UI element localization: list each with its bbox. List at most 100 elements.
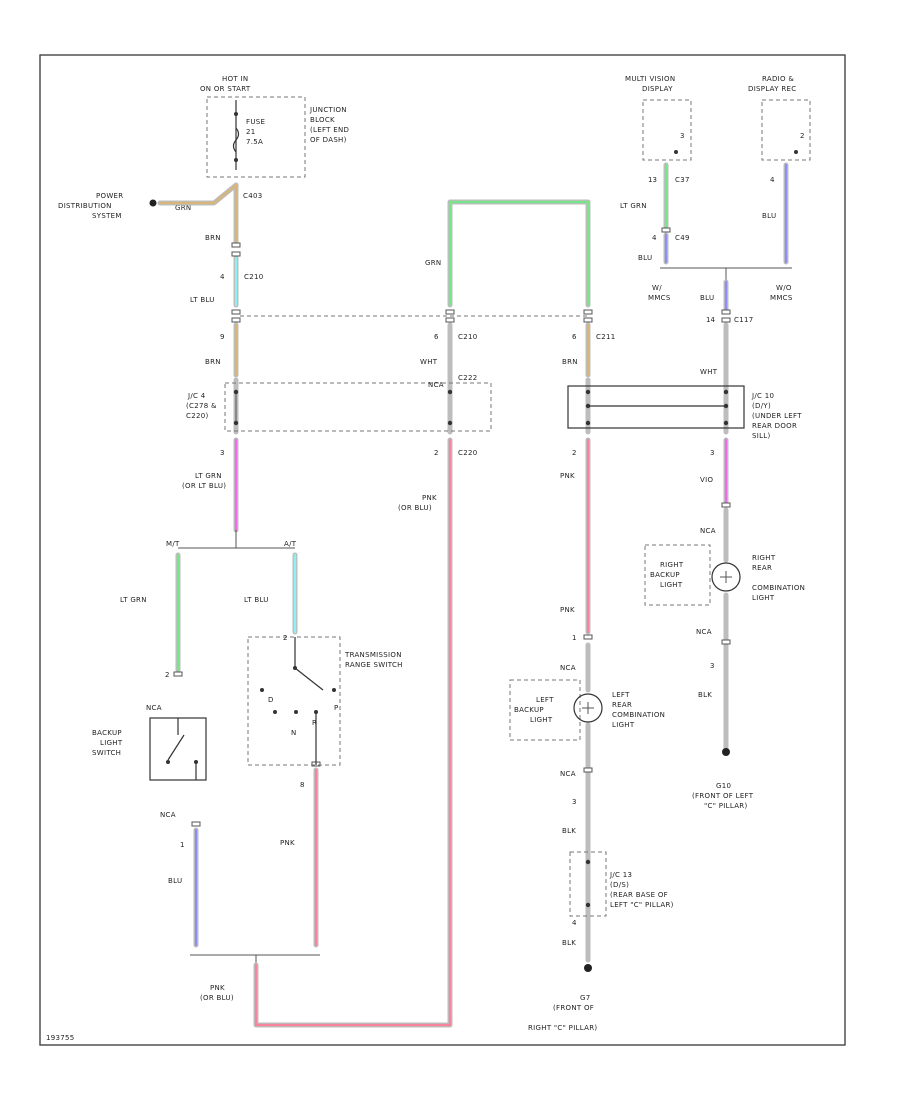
label-c220: C220 [458,449,477,457]
pin-right-4: 4 [572,919,577,927]
pin-radio: 4 [770,176,775,184]
jc13-label-4: LEFT "C" PILLAR) [610,901,674,909]
ground-g7-label-1: G7 [580,994,590,1002]
jc10-label-5: SILL) [752,432,771,440]
label-lt-grn-mvd: LT GRN [620,202,647,210]
jc4-splice [224,382,492,432]
left-backup-lamp [509,679,603,741]
trans-pos-p: P [334,704,339,712]
label-grn-mid: GRN [425,259,441,267]
connector-ticks [173,227,731,827]
mvd-label-1: MULTI VISION [625,75,675,83]
hot-label: HOT IN [222,75,248,83]
ground-g10-label-3: "C" PILLAR) [704,802,747,810]
label-pnk-bottom: PNK [210,984,225,992]
jc13-label-2: (D/S) [610,881,629,889]
tag-mt: M/T [166,540,180,548]
backup-switch-name-2: LIGHT [100,739,123,747]
trans-switch-pin-bottom: 8 [300,781,304,789]
junction-label-4: OF DASH) [310,136,347,144]
pin-nca-mid: NCA [428,381,444,389]
pin-c37: 13 [648,176,657,184]
label-c222: C222 [458,374,477,382]
ground-g7-label-2: (FRONT OF [553,1004,594,1012]
label-branch-lt-grn: LT GRN [120,596,147,604]
jc4-label-1: J/C 4 [187,392,206,400]
fuse-number: 21 [246,128,256,136]
backup-switch-name-1: BACKUP [92,729,122,737]
diagram-frame [39,54,846,1046]
left-comb-name-4: LIGHT [612,721,635,729]
right-lamp-nca-2: NCA [696,628,712,636]
junction-label-2: BLOCK [310,116,335,124]
wire-power-tan [158,183,238,245]
left-comb-name-2: REAR [612,701,632,709]
backup-switch-nca-bottom: NCA [160,811,176,819]
wire-grn-loop [448,200,590,307]
label-brn: BRN [205,358,221,366]
label-blu-radio: BLU [762,212,776,220]
left-lamp-nca: NCA [560,664,576,672]
right-lamp-name-2: BACKUP [650,571,680,579]
transmission-range-switch[interactable] [247,636,341,766]
tag-wo-mmcs-1: W/O [776,284,792,292]
label-blu-mvd: BLU [638,254,652,262]
left-lamp-nca-2: NCA [560,770,576,778]
right-comb-name-1: RIGHT [752,554,776,562]
wire-set [157,162,792,1028]
mvd-pin: 3 [680,132,684,140]
power-label-2: DISTRIBUTION [58,202,112,210]
tag-at: A/T [284,540,297,548]
pin-c49: 4 [652,234,657,242]
left-lamp-name-3: LIGHT [530,716,553,724]
tag-w-mmcs-2: MMCS [648,294,671,302]
right-lamp-name-3: LIGHT [660,581,683,589]
pin-right-bot: 3 [710,662,714,670]
label-c210-mid: C210 [458,333,477,341]
power-wire-label: GRN [175,204,191,212]
left-lamp-name-1: LEFT [536,696,554,704]
trans-switch-pin-top: 2 [283,634,287,642]
jc10-splice [567,385,745,429]
pin-right-1: 1 [572,634,576,642]
left-comb-name-3: COMBINATION [612,711,665,719]
junction-label-1: JUNCTION [309,106,347,114]
label-vio: VIO [700,476,713,484]
jc10-label-2: (D/Y) [752,402,771,410]
backup-switch-nca: NCA [146,704,162,712]
jc13-label-3: (REAR BASE OF [610,891,668,899]
jc13-splice [569,851,607,917]
right-lamp-name-1: RIGHT [660,561,684,569]
trans-pos-d: D [268,696,274,704]
backup-light-switch[interactable] [149,717,207,781]
junction-block: HOT IN ON OR START FUSE 21 7.5A JUNCTION… [200,75,349,178]
pin-c211: 6 [572,333,577,341]
label-wht-right: WHT [700,368,718,376]
label-c210-left: C210 [244,273,263,281]
junction-label-3: (LEFT END [310,126,349,134]
pin-right-2: 2 [572,449,576,457]
pin-right-top-3: 3 [710,449,714,457]
pin-c220: 2 [434,449,438,457]
label-blu-bottom: BLU [168,877,182,885]
right-backup-lamp [644,544,741,606]
jc4-label-3: C220) [186,412,208,420]
trans-pos-r: R [312,719,317,727]
hot-label-2: ON OR START [200,85,251,93]
label-c211: C211 [596,333,615,341]
label-brn-right: BRN [562,358,578,366]
pin-right-3: 3 [572,798,576,806]
wire-pnk-loop [254,438,452,1027]
label-pnk-mid: PNK [422,494,437,502]
fuse-rating: 7.5A [246,138,263,146]
right-comb-name-3: COMBINATION [752,584,805,592]
c403-label: C403 [243,192,262,200]
pin-brn: 9 [220,333,224,341]
radio-label-2: DISPLAY REC [748,85,796,93]
power-label-3: SYSTEM [92,212,122,220]
radio-pin: 2 [800,132,804,140]
label-branch-lt-blu: LT BLU [244,596,269,604]
power-distribution-source: POWER DISTRIBUTION SYSTEM GRN C403 [58,192,262,220]
pin-jc4: 3 [220,449,224,457]
